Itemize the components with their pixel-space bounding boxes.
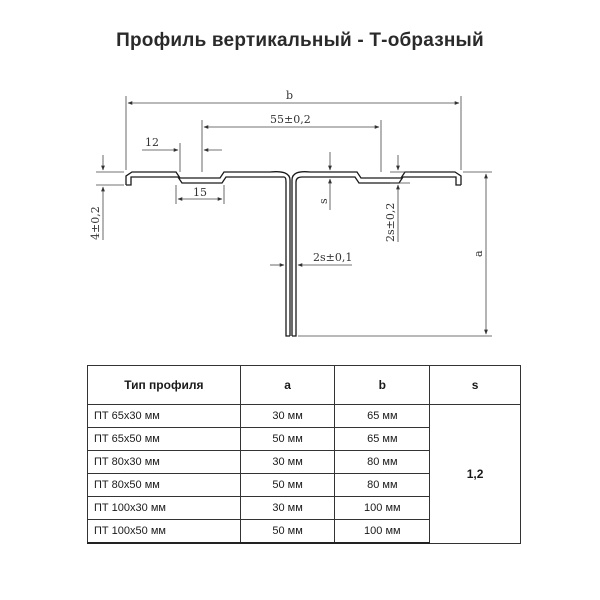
row-b: 65 мм [334,404,431,428]
dim-12-label: 12 [145,136,159,149]
row-name: ПТ 100х30 мм [87,496,241,520]
header-s: s [429,365,521,405]
row-a: 30 мм [239,496,336,520]
row-b: 80 мм [334,450,431,474]
dim-a-label: a [472,250,485,257]
row-a: 30 мм [239,450,336,474]
table-row: ПТ 80х50 мм 50 мм 80 мм [87,473,521,497]
dim-b-label: b [286,89,293,102]
row-name: ПТ 65х30 мм [87,404,241,428]
row-b: 80 мм [334,473,431,497]
table-row: ПТ 65х50 мм 50 мм 65 мм [87,427,521,451]
dimension-lines [96,96,492,337]
row-a: 50 мм [239,473,336,497]
dim-4-label: 4±0,2 [89,206,102,240]
t-profile-drawing: b 55±0,2 12 15 4±0,2 s 2s±0,2 2s±0,1 a [89,89,492,337]
row-a: 50 мм [239,519,336,544]
spec-table: Тип профиля a b s ПТ 65х30 мм 30 мм 65 м… [87,365,521,544]
row-name: ПТ 65х50 мм [87,427,241,451]
dim-2s-vert-label: 2s±0,2 [384,203,397,242]
dim-15-label: 15 [193,186,207,199]
header-a: a [239,365,336,405]
table-row: ПТ 100х30 мм 30 мм 100 мм [87,496,521,520]
row-a: 50 мм [239,427,336,451]
table-header-row: Тип профиля a b s [87,365,521,405]
row-name: ПТ 80х30 мм [87,450,241,474]
row-name: ПТ 80х50 мм [87,473,241,497]
dim-s-label: s [317,198,330,204]
dim-2s-label: 2s±0,1 [313,251,352,264]
dim-55-label: 55±0,2 [270,113,311,126]
table-row: ПТ 80х30 мм 30 мм 80 мм [87,450,521,474]
row-name: ПТ 100х50 мм [87,519,241,544]
row-b: 65 мм [334,427,431,451]
row-a: 30 мм [239,404,336,428]
page-title: Профиль вертикальный - Т-образный [116,30,484,51]
table-row: ПТ 65х30 мм 30 мм 65 мм 1,2 [87,404,521,544]
row-s: 1,2 [429,404,521,544]
header-type: Тип профиля [87,365,241,405]
row-b: 100 мм [334,519,431,544]
table-row: ПТ 100х50 мм 50 мм 100 мм [87,519,521,544]
row-b: 100 мм [334,496,431,520]
header-b: b [334,365,431,405]
